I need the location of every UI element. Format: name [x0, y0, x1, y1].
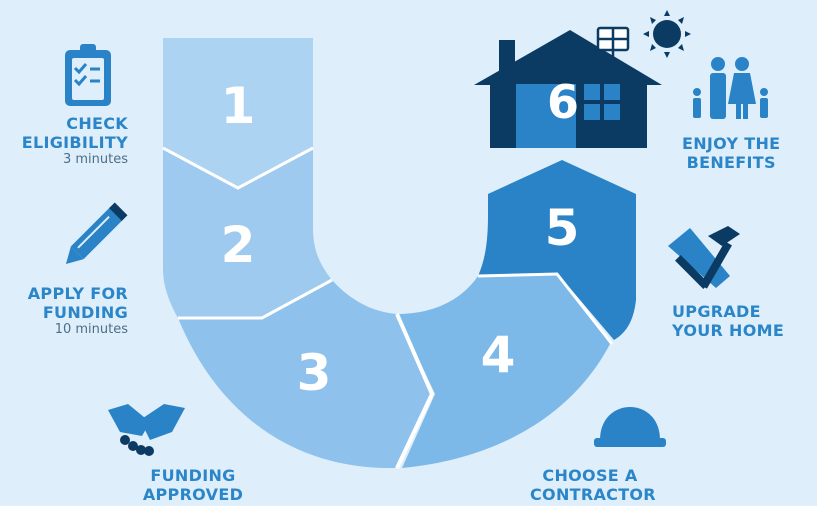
solar-panel-icon [596, 26, 630, 62]
divider-3-4 [395, 313, 435, 469]
step-1-number: 1 [221, 77, 256, 135]
step-3-title: FUNDING APPROVED [142, 466, 244, 504]
pencil-icon [65, 202, 128, 265]
step-5-title: UPGRADE YOUR HOME [672, 302, 785, 340]
step-6-title: ENJOY THE BENEFITS [682, 134, 781, 172]
step-4-title: CHOOSE A CONTRACTOR [530, 466, 656, 504]
clipboard-checklist-icon [65, 44, 111, 106]
sun-icon [643, 10, 691, 58]
step-2-label: APPLY FOR FUNDING 10 minutes [28, 284, 128, 338]
step-3-number: 3 [297, 344, 332, 402]
hard-hat-icon [594, 407, 666, 447]
step-5-label: UPGRADE YOUR HOME [672, 302, 784, 340]
step-6-number: 6 [547, 75, 579, 129]
divider-2-3 [178, 278, 333, 320]
step-2-title: APPLY FOR FUNDING [27, 284, 128, 322]
house-icon [474, 30, 662, 148]
divider-4-5 [477, 272, 614, 345]
step-3-segment [178, 280, 430, 469]
step-1-label: CHECK ELIGIBILITY 3 minutes [22, 114, 128, 168]
divider-1-2 [162, 146, 314, 190]
step-6-label: ENJOY THE BENEFITS [682, 134, 780, 172]
step-1-duration: 3 minutes [62, 152, 128, 167]
step-1-title: CHECK ELIGIBILITY [21, 114, 128, 152]
step-1-segment [163, 38, 313, 188]
step-5-number: 5 [545, 199, 580, 257]
step-4-label: CHOOSE A CONTRACTOR [530, 466, 656, 504]
step-2-segment [163, 148, 332, 318]
step-5-segment [478, 160, 636, 340]
hammer-saw-icon [668, 226, 740, 289]
step-3-label: FUNDING APPROVED [113, 466, 273, 504]
step-4-segment [397, 274, 610, 468]
step-4-number: 4 [481, 326, 516, 384]
step-2-duration: 10 minutes [54, 322, 128, 337]
step-2-number: 2 [221, 216, 256, 274]
handshake-icon [108, 404, 185, 456]
family-icon [693, 57, 768, 119]
